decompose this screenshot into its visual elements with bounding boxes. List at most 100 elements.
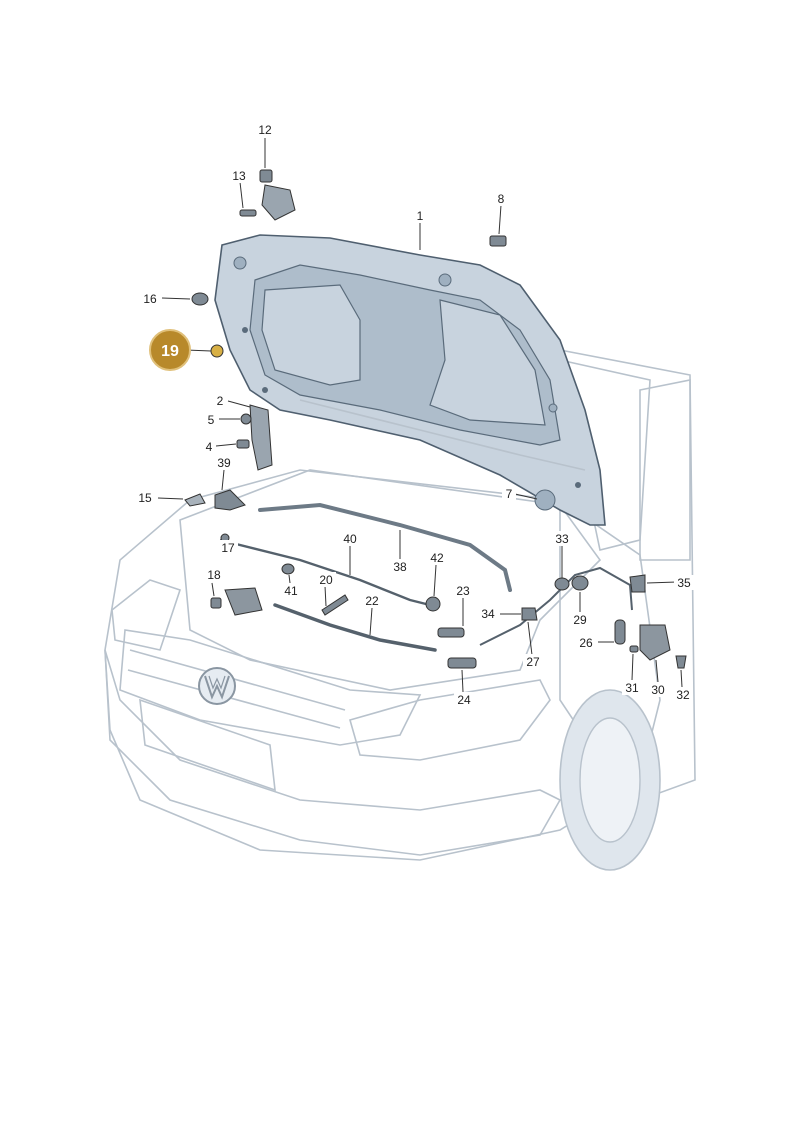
label-39[interactable]: 39 — [214, 455, 234, 470]
part-13 — [239, 209, 257, 217]
label-7[interactable]: 7 — [502, 486, 516, 501]
headlight-left — [111, 579, 182, 651]
highlight-label: 19 — [161, 343, 179, 360]
svg-text:20: 20 — [319, 573, 333, 587]
label-35[interactable]: 35 — [674, 575, 694, 590]
svg-text:27: 27 — [526, 655, 540, 669]
svg-text:41: 41 — [284, 584, 298, 598]
label-2[interactable]: 2 — [213, 393, 227, 408]
label-34[interactable]: 34 — [478, 606, 498, 621]
label-29[interactable]: 29 — [570, 612, 590, 627]
label-18[interactable]: 18 — [204, 567, 224, 582]
part-8 — [489, 235, 507, 247]
label-23[interactable]: 23 — [453, 583, 473, 598]
label-16[interactable]: 16 — [140, 291, 160, 306]
part-5 — [240, 413, 252, 425]
svg-text:33: 33 — [555, 532, 569, 546]
svg-text:40: 40 — [343, 532, 357, 546]
label-32[interactable]: 32 — [673, 687, 693, 702]
label-1[interactable]: 1 — [414, 208, 426, 223]
part-23 — [437, 627, 465, 638]
svg-text:12: 12 — [258, 123, 272, 137]
label-41[interactable]: 41 — [281, 583, 301, 598]
part-4 — [236, 439, 250, 449]
label-13[interactable]: 13 — [230, 168, 248, 183]
svg-text:17: 17 — [221, 541, 235, 555]
highlighted-callout-19[interactable]: 19 — [149, 329, 191, 371]
part-33 — [554, 577, 570, 591]
highlight-badge — [149, 329, 191, 371]
part-42 — [425, 596, 441, 612]
part-19 — [210, 344, 224, 358]
label-26[interactable]: 26 — [576, 635, 596, 650]
vw-logo-icon — [198, 667, 236, 705]
part-30 — [639, 624, 671, 661]
part-31 — [629, 645, 639, 653]
part-39 — [214, 489, 246, 511]
part-labels: 12 13 1 8 16 2 5 4 39 15 7 17 40 38 42 3… — [134, 122, 694, 707]
part-41 — [281, 563, 295, 575]
svg-text:38: 38 — [393, 560, 407, 574]
label-31[interactable]: 31 — [622, 680, 642, 695]
svg-text:2: 2 — [217, 394, 224, 408]
part-24 — [447, 657, 477, 669]
part-32 — [675, 655, 687, 669]
part-15 — [184, 493, 206, 507]
part-35 — [629, 574, 646, 593]
svg-text:7: 7 — [506, 487, 513, 501]
svg-text:35: 35 — [677, 576, 691, 590]
svg-text:30: 30 — [651, 683, 665, 697]
label-12[interactable]: 12 — [256, 122, 274, 137]
cable-27 — [479, 566, 633, 646]
label-8[interactable]: 8 — [495, 191, 507, 206]
svg-text:15: 15 — [138, 491, 152, 505]
svg-text:32: 32 — [676, 688, 690, 702]
label-33[interactable]: 33 — [552, 531, 572, 546]
label-20[interactable]: 20 — [316, 572, 336, 587]
hood — [214, 234, 606, 526]
part-2 — [249, 404, 273, 471]
part-29 — [571, 575, 589, 591]
svg-text:23: 23 — [456, 584, 470, 598]
part-34 — [521, 607, 538, 621]
part-12 — [259, 169, 273, 183]
svg-text:16: 16 — [143, 292, 157, 306]
label-30[interactable]: 30 — [648, 682, 668, 697]
svg-text:4: 4 — [206, 440, 213, 454]
label-27[interactable]: 27 — [523, 654, 543, 669]
label-4[interactable]: 4 — [202, 439, 216, 454]
part-20 — [321, 594, 349, 616]
svg-text:31: 31 — [625, 681, 639, 695]
part-26 — [614, 619, 626, 645]
svg-text:26: 26 — [579, 636, 593, 650]
grille — [119, 629, 422, 746]
part-16 — [191, 292, 209, 306]
svg-text:24: 24 — [457, 693, 471, 707]
vehicle-body — [104, 349, 696, 871]
label-17[interactable]: 17 — [218, 540, 238, 555]
svg-text:13: 13 — [232, 169, 246, 183]
parts — [184, 169, 687, 669]
label-38[interactable]: 38 — [390, 559, 410, 574]
label-24[interactable]: 24 — [454, 692, 474, 707]
front-bumper — [104, 649, 562, 856]
label-42[interactable]: 42 — [427, 550, 447, 565]
label-22[interactable]: 22 — [362, 593, 382, 608]
label-15[interactable]: 15 — [134, 490, 156, 505]
label-5[interactable]: 5 — [204, 412, 218, 427]
seal-strip — [258, 502, 512, 592]
svg-text:18: 18 — [207, 568, 221, 582]
svg-text:29: 29 — [573, 613, 587, 627]
part-18 — [210, 597, 222, 609]
engine-bay — [179, 469, 602, 691]
svg-text:39: 39 — [217, 456, 231, 470]
label-40[interactable]: 40 — [340, 531, 360, 546]
release-cable — [219, 538, 431, 607]
part-hinge-top — [261, 184, 296, 221]
license-plate-area — [139, 698, 276, 792]
svg-text:1: 1 — [417, 209, 424, 223]
part-18-latch — [224, 587, 263, 616]
svg-text:5: 5 — [208, 413, 215, 427]
svg-text:22: 22 — [365, 594, 379, 608]
